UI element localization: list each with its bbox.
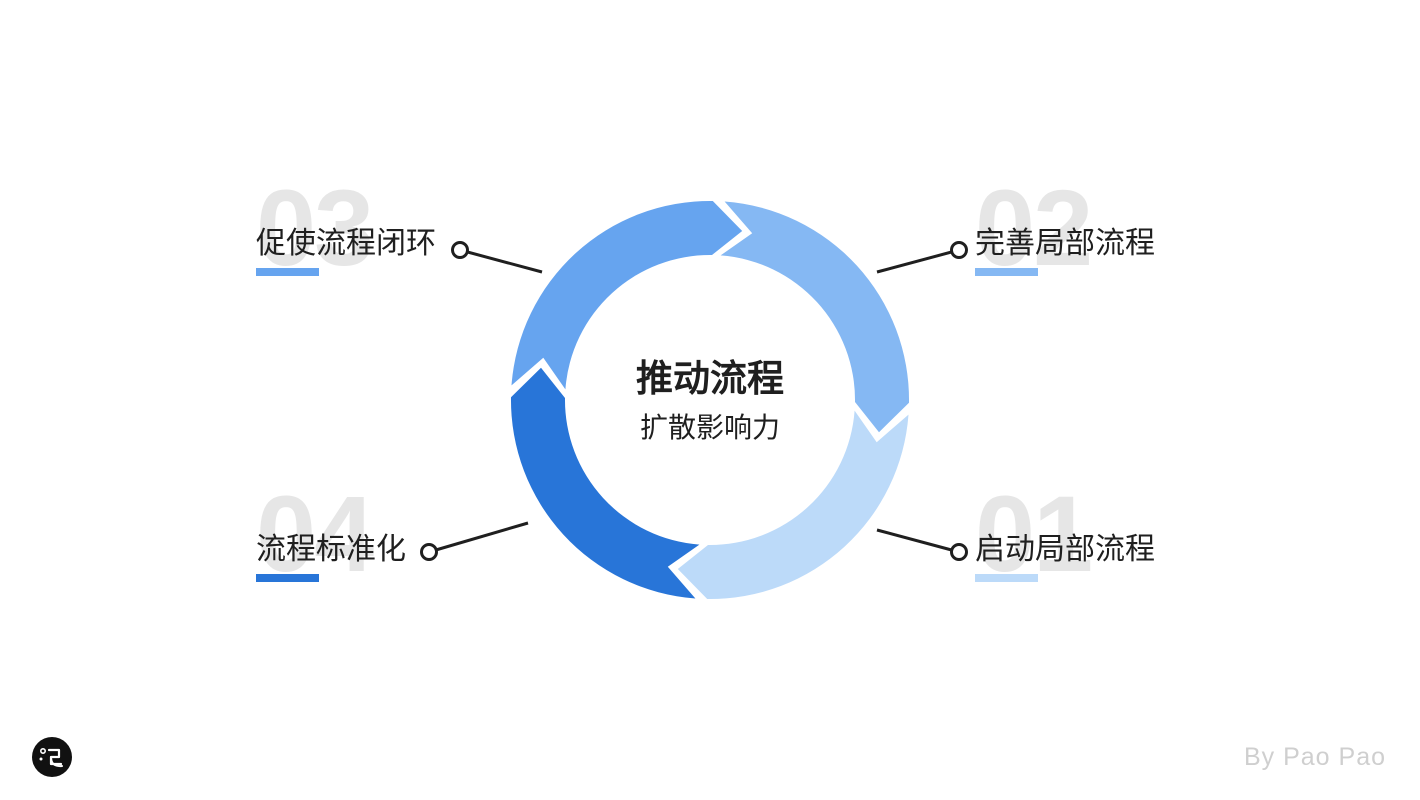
center-subtitle: 扩散影响力 [639,411,780,444]
step-04-underline [256,574,319,582]
center-title: 推动流程 [636,357,784,400]
ring-segment-01 [677,410,909,600]
step-01-number: 01 [975,473,1093,594]
ring-segment-04 [510,367,700,599]
credit-text: By Pao Pao [1243,743,1386,771]
step-02-underline [975,268,1038,276]
ring-segment-03 [511,200,743,390]
step-03-underline [256,268,319,276]
step-04-label: 流程标准化 [256,532,406,567]
connector-line-02 [876,248,960,274]
cycle-ring [510,200,910,600]
step-01-label: 启动局部流程 [975,532,1155,567]
step-03-number: 03 [256,167,374,288]
connector-line-04 [428,521,529,554]
connector-lines [420,241,968,561]
connector-dot-02 [950,241,968,259]
step-02-number: 02 [975,167,1093,288]
connector-dot-03 [451,241,469,259]
connector-dot-01 [950,543,968,561]
connector-line-01 [876,528,960,554]
step-02-label: 完善局部流程 [975,226,1155,261]
connector-dot-04 [420,543,438,561]
step-04-number: 04 [256,473,374,594]
step-01-underline [975,574,1038,582]
ring-segment-02 [720,201,910,433]
connector-line-03 [459,248,543,274]
step-03-label: 促使流程闭环 [256,226,436,261]
pao-pao-logo-icon [32,737,72,777]
